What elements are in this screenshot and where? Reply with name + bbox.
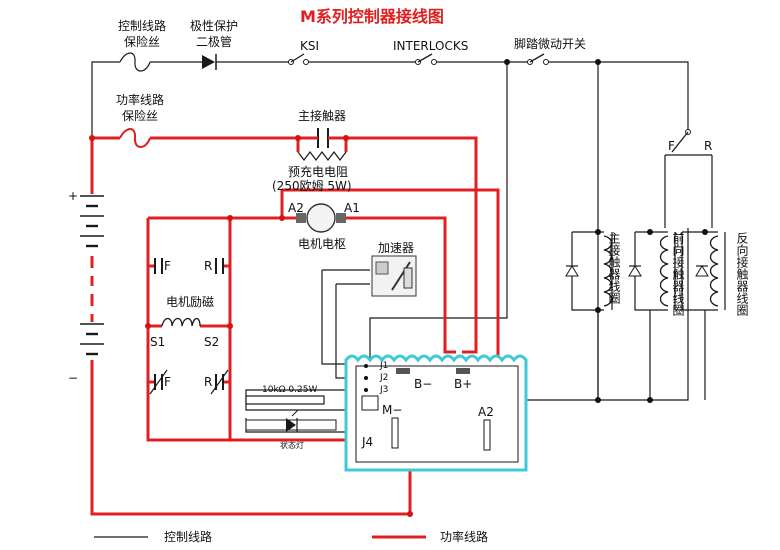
forward-contactor-coil — [628, 235, 669, 307]
status-lamp-icon — [245, 409, 337, 432]
j4-label: J4 — [361, 435, 373, 449]
a2-ctrl-label: A2 — [478, 405, 494, 419]
control-fuse-label-1: 控制线路 — [118, 18, 166, 33]
foot-switch-label: 脚踏微动开关 — [514, 36, 586, 51]
main-contactor — [315, 128, 331, 148]
j1-label: J1 — [379, 361, 388, 371]
armature-a1-label: A1 — [344, 201, 360, 215]
bminus-label: B− — [414, 377, 432, 391]
diagram-title: M系列控制器接线图 — [300, 7, 444, 26]
mminus-label: M− — [382, 403, 402, 417]
direction-switch — [671, 129, 691, 153]
power-fuse-label-2: 保险丝 — [122, 108, 158, 123]
fr-r-label: R — [704, 139, 712, 153]
precharge-label-1: 预充电电阻 — [288, 164, 348, 179]
j2-label: J2 — [379, 373, 388, 383]
polarity-diode-icon — [202, 54, 217, 70]
control-wiring — [91, 61, 726, 440]
precharge-resistor — [297, 151, 347, 161]
motor-armature — [296, 203, 346, 233]
battery-plus-label: + — [68, 189, 78, 203]
coil-rev-label: 反向接触器线圈 — [735, 232, 749, 317]
contact-f-bottom — [149, 369, 168, 395]
s2-label: S2 — [204, 335, 219, 349]
junctions — [89, 59, 708, 517]
controller-unit — [344, 354, 528, 472]
coil-fwd-label: 前向接触器线圈 — [671, 231, 685, 317]
interlocks-switch — [415, 53, 437, 65]
interlocks-label: INTERLOCKS — [393, 39, 468, 53]
legend: 控制线路 功率线路 — [94, 529, 488, 544]
fr-f-label: F — [668, 139, 675, 153]
field-label: 电机励磁 — [166, 294, 214, 309]
f-bottom-label: F — [164, 375, 171, 389]
precharge-label-2: (250欧姆 5W) — [272, 179, 352, 193]
status-lamp-label: 状态灯 — [280, 440, 304, 450]
contact-r-bottom — [210, 369, 229, 395]
contact-r-top — [215, 258, 224, 274]
foot-switch — [527, 53, 549, 65]
legend-control-label: 控制线路 — [164, 529, 212, 544]
coil-main-label: 主接触器线圈 — [607, 232, 621, 305]
main-contactor-label: 主接触器 — [298, 108, 346, 123]
s1-label: S1 — [150, 335, 165, 349]
reverse-contactor-coil — [695, 235, 719, 307]
main-contactor-coil — [565, 235, 613, 307]
battery — [80, 195, 104, 356]
control-fuse-label-2: 保险丝 — [124, 34, 160, 49]
armature-label: 电机电枢 — [298, 236, 346, 251]
control-fuse — [119, 52, 151, 72]
j3-label: J3 — [379, 385, 388, 395]
accelerator-pot — [371, 255, 417, 297]
power-fuse-label-1: 功率线路 — [116, 92, 164, 107]
resistor-label: 10kΩ 0.25W — [262, 385, 317, 395]
ksi-switch — [288, 53, 309, 65]
r-top-label: R — [204, 259, 212, 273]
resistor-10k — [245, 395, 325, 405]
ksi-label: KSI — [300, 39, 319, 53]
diode-label-1: 极性保护 — [190, 19, 238, 33]
bplus-label: B+ — [454, 377, 472, 391]
f-top-label: F — [164, 259, 171, 273]
armature-a2-label: A2 — [288, 201, 304, 215]
accelerator-label: 加速器 — [378, 241, 414, 255]
contact-f-top — [154, 258, 163, 274]
r-bottom-label: R — [204, 375, 212, 389]
field-coil — [161, 317, 201, 327]
battery-minus-label: − — [68, 371, 78, 385]
diode-label-2: 二极管 — [196, 34, 232, 49]
legend-power-label: 功率线路 — [440, 529, 488, 544]
power-fuse — [119, 128, 151, 148]
